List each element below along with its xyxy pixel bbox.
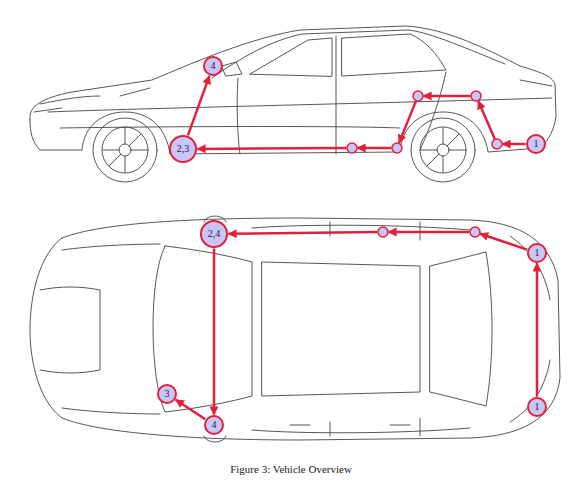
arrow-segment xyxy=(228,232,377,234)
arrow-connector xyxy=(176,400,205,419)
arrow-connector xyxy=(214,249,215,415)
arrow-segment xyxy=(480,234,527,250)
callout-circle: 1 xyxy=(527,243,547,263)
waypoint-dot xyxy=(470,227,480,237)
waypoint-dot xyxy=(413,91,423,101)
callout-circle: 4 xyxy=(203,56,223,76)
callout-circle: 1 xyxy=(526,134,546,154)
figure-caption: Figure 3: Vehicle Overview xyxy=(0,463,582,475)
waypoint-dot xyxy=(392,143,402,153)
waypoint-dot xyxy=(378,227,388,237)
arrow-segment xyxy=(389,231,470,234)
arrow-segment xyxy=(197,147,346,150)
callout-circle: 1 xyxy=(527,397,547,417)
callout-number: 3 xyxy=(165,389,170,399)
arrow-segment xyxy=(188,76,210,135)
arrow-connector xyxy=(537,264,538,397)
callout-number: 1 xyxy=(535,248,540,258)
arrow-segment xyxy=(424,95,471,98)
callout-number: 2,3 xyxy=(177,144,190,154)
waypoint-dot xyxy=(492,139,502,149)
callout-number: 2,4 xyxy=(208,229,221,239)
arrow-connector xyxy=(197,91,525,153)
arrow-segment xyxy=(213,249,216,415)
callout-circle: 3 xyxy=(157,384,177,404)
callout-number: 4 xyxy=(212,420,217,430)
waypoint-dot xyxy=(471,91,481,101)
callout-number: 1 xyxy=(535,402,540,412)
waypoint-dot xyxy=(347,143,357,153)
arrow-segment xyxy=(358,147,392,150)
arrow-connector xyxy=(228,227,527,250)
callout-circle: 2,4 xyxy=(200,220,228,248)
callout-circle: 4 xyxy=(204,415,224,435)
arrow-segment xyxy=(176,400,205,419)
arrow-segment xyxy=(503,143,526,146)
arrow-connector xyxy=(188,76,210,135)
callout-circle: 2,3 xyxy=(169,135,197,163)
callout-number: 1 xyxy=(534,139,539,149)
arrow-segment xyxy=(536,264,539,397)
callout-number: 4 xyxy=(211,61,216,71)
arrow-segment xyxy=(399,101,416,143)
arrow-segment xyxy=(478,101,495,139)
